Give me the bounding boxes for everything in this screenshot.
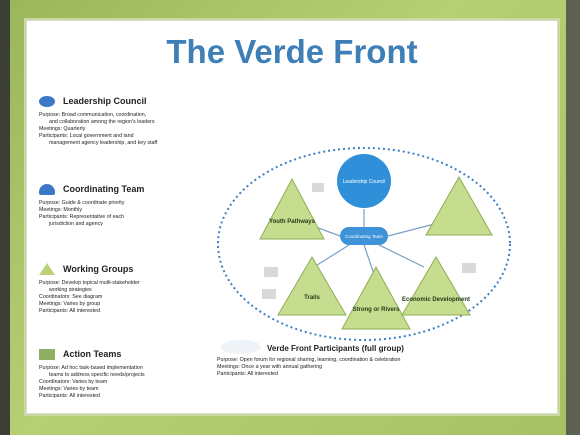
section-lines: Purpose: Guide & coordinate priority Mee…: [39, 200, 239, 228]
participants-title: Verde Front Participants (full group): [267, 344, 404, 353]
section-header: Action Teams: [39, 346, 239, 362]
section-line: Purpose: Guide & coordinate priority: [39, 200, 125, 206]
blue-cap-icon: [39, 183, 55, 195]
section-header: Working Groups: [39, 261, 239, 277]
section-line: Participants: Local government and land: [39, 133, 134, 139]
section-line: Participants: Representative of each: [39, 214, 125, 220]
section-title: Action Teams: [63, 349, 122, 359]
organization-diagram: Leadership Council Coordinating Team You…: [217, 147, 511, 341]
scan-edge-left: [0, 0, 10, 435]
section-lines: Purpose: Develop topical multi-stakehold…: [39, 280, 239, 315]
participants-oval-icon: [221, 340, 261, 354]
group-triangle-top-right: [425, 175, 493, 236]
participants-section: Verde Front Participants (full group) Pu…: [197, 340, 497, 378]
leadership-council-label: Leadership Council: [343, 179, 386, 185]
photo-thumbnail: [264, 267, 278, 277]
section-line: Meetings: Varies by group: [39, 301, 101, 307]
section-title: Working Groups: [63, 264, 134, 274]
section-title: Coordinating Team: [63, 184, 145, 194]
economic-development-triangle: [401, 256, 471, 316]
photo-thumbnail: [262, 289, 276, 299]
section-lines: Purpose: Broad communication, coordinati…: [39, 112, 239, 147]
participants-line: Participants: All interested: [217, 371, 278, 377]
section-line: management agency leadership, and key st…: [49, 140, 158, 146]
strong-or-rivers-triangle: [341, 265, 411, 330]
section-line: Meetings: Varies by team: [39, 386, 99, 392]
coordinating-team-label: Coordinating Team: [345, 234, 383, 239]
coordinating-team-oval: [340, 227, 388, 245]
section-action-teams: Action Teams Purpose: Ad hoc task-based …: [39, 346, 239, 400]
section-line: Meetings: Monthly: [39, 207, 82, 213]
youth-pathways-label: Youth Pathways: [269, 219, 316, 225]
section-title: Leadership Council: [63, 96, 147, 106]
leadership-council-circle: [337, 154, 391, 208]
economic-development-label: Economic Development: [402, 297, 470, 303]
section-coordinating-team: Coordinating Team Purpose: Guide & coord…: [39, 181, 239, 228]
section-lines: Purpose: Ad hoc task-based implementatio…: [39, 365, 239, 400]
slide: The Verde Front Leadership Council Purpo…: [26, 20, 558, 414]
section-line: Coordinators: See diagram: [39, 294, 103, 300]
section-line: Coordinators: Varies by team: [39, 379, 108, 385]
slide-title: The Verde Front: [166, 33, 418, 70]
connector-line: [378, 244, 425, 268]
blue-oval-icon: [39, 95, 55, 107]
trails-label: Trails: [304, 295, 320, 301]
participants-line: Meetings: Once a year with annual gather…: [217, 364, 323, 370]
dotted-ellipse: [217, 147, 511, 341]
section-line: Participants: All interested: [39, 308, 100, 314]
connector-line: [313, 244, 350, 268]
section-leadership-council: Leadership Council Purpose: Broad commun…: [39, 93, 239, 147]
green-triangle-icon: [39, 263, 55, 275]
connector-line: [363, 244, 375, 275]
photo-thumbnail: [462, 263, 476, 273]
section-line: teams to address specific needs/projects: [49, 372, 145, 378]
section-line: and collaboration among the region's lea…: [49, 119, 155, 125]
section-header: Leadership Council: [39, 93, 239, 109]
green-square-icon: [39, 348, 55, 360]
section-line: Meetings: Quarterly: [39, 126, 86, 132]
section-line: Purpose: Develop topical multi-stakehold…: [39, 280, 140, 286]
scan-edge-right: [566, 0, 580, 435]
section-line: Purpose: Ad hoc task-based implementatio…: [39, 365, 143, 371]
trails-triangle: [277, 256, 347, 316]
section-working-groups: Working Groups Purpose: Develop topical …: [39, 261, 239, 315]
section-line: Participants: All interested: [39, 393, 100, 399]
section-line: working strategies: [49, 287, 92, 293]
strong-or-rivers-label: Strong or Rivers: [352, 307, 400, 313]
youth-pathways-triangle: [259, 177, 325, 240]
participants-line: Purpose: Open forum for regional sharing…: [217, 357, 401, 363]
photo-thumbnail: [312, 183, 324, 192]
section-line: Purpose: Broad communication, coordinati…: [39, 112, 147, 118]
section-line: jurisdiction and agency: [49, 221, 103, 227]
section-header: Coordinating Team: [39, 181, 239, 197]
